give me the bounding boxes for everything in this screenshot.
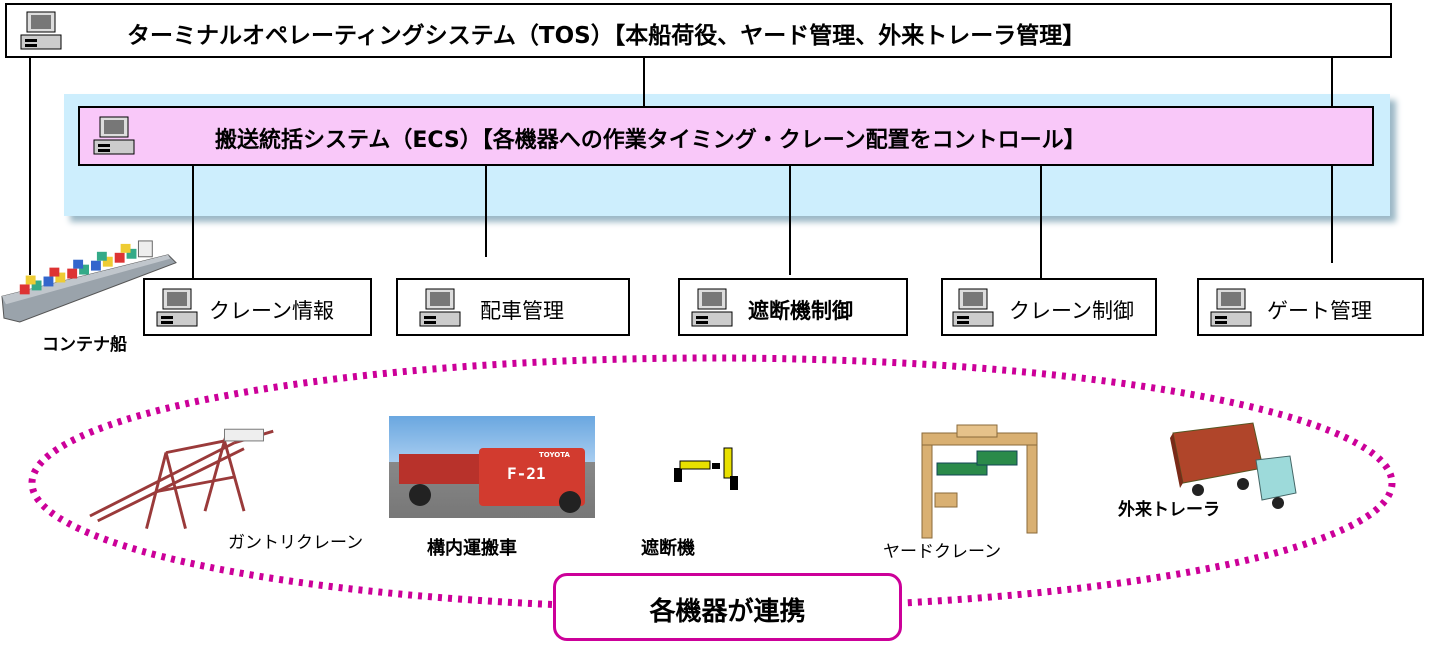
ecs-to-dispatch-line [485, 165, 487, 257]
subsystem-label: ゲート管理 [1267, 299, 1372, 323]
equipment-label: 構内運搬車 [427, 538, 517, 559]
computer-icon [156, 288, 198, 327]
computer-icon [1210, 288, 1252, 327]
subsystem-label: クレーン情報 [209, 299, 334, 323]
subsystem-barrier-control: 遮断機制御 [678, 278, 908, 336]
computer-icon [952, 288, 994, 327]
equipment-label: ガントリクレーン [228, 533, 364, 553]
tos-to-ship-line [29, 57, 31, 275]
subsystem-crane-control: クレーン制御 [941, 278, 1157, 336]
tos-to-ecs-line [643, 57, 645, 107]
ecs-title: 搬送統括システム（ECS）【各機器への作業タイミング・クレーン配置をコントロール… [215, 128, 1086, 153]
computer-icon [20, 11, 62, 50]
computer-icon [93, 116, 135, 155]
subsystem-label: クレーン制御 [1009, 299, 1134, 323]
vehicle-plate: F-21 [507, 464, 546, 483]
subsystem-dispatch: 配車管理 [396, 278, 630, 336]
external-trailer-image [1170, 422, 1297, 509]
equipment-label: 遮断機 [641, 538, 695, 559]
ecs-to-crane-ctrl-line [1040, 165, 1042, 278]
ship-label: コンテナ船 [42, 335, 127, 355]
equipment-label: 外来トレーラ [1118, 500, 1220, 520]
ecs-box: 搬送統括システム（ECS）【各機器への作業タイミング・クレーン配置をコントロール… [78, 106, 1374, 166]
ecs-to-crane-info-line [192, 165, 194, 280]
barrier-image [674, 447, 738, 490]
subsystem-crane-info: クレーン情報 [143, 278, 372, 336]
container-ship-image [1, 240, 177, 323]
computer-icon [691, 288, 733, 327]
cooperation-label: 各機器が連携 [649, 597, 806, 627]
gantry-crane-image [89, 428, 274, 530]
subsystem-label: 遮断機制御 [748, 299, 853, 323]
equipment-label: ヤードクレーン [883, 542, 1002, 562]
yard-crane-image [921, 424, 1038, 539]
vehicle-brand: TOYOTA [539, 451, 570, 459]
computer-icon [419, 288, 461, 327]
subsystem-gate-management: ゲート管理 [1197, 278, 1424, 336]
subsystem-label: 配車管理 [480, 299, 564, 323]
tos-title: ターミナルオペレーティングシステム（TOS）【本船荷役、ヤード管理、外来トレーラ… [127, 23, 1086, 49]
tos-box: ターミナルオペレーティングシステム（TOS）【本船荷役、ヤード管理、外来トレーラ… [5, 3, 1392, 58]
ecs-to-barrier-line [789, 165, 791, 275]
yard-transporter-image: F-21 TOYOTA [389, 416, 595, 518]
cooperation-box: 各機器が連携 [553, 573, 902, 641]
